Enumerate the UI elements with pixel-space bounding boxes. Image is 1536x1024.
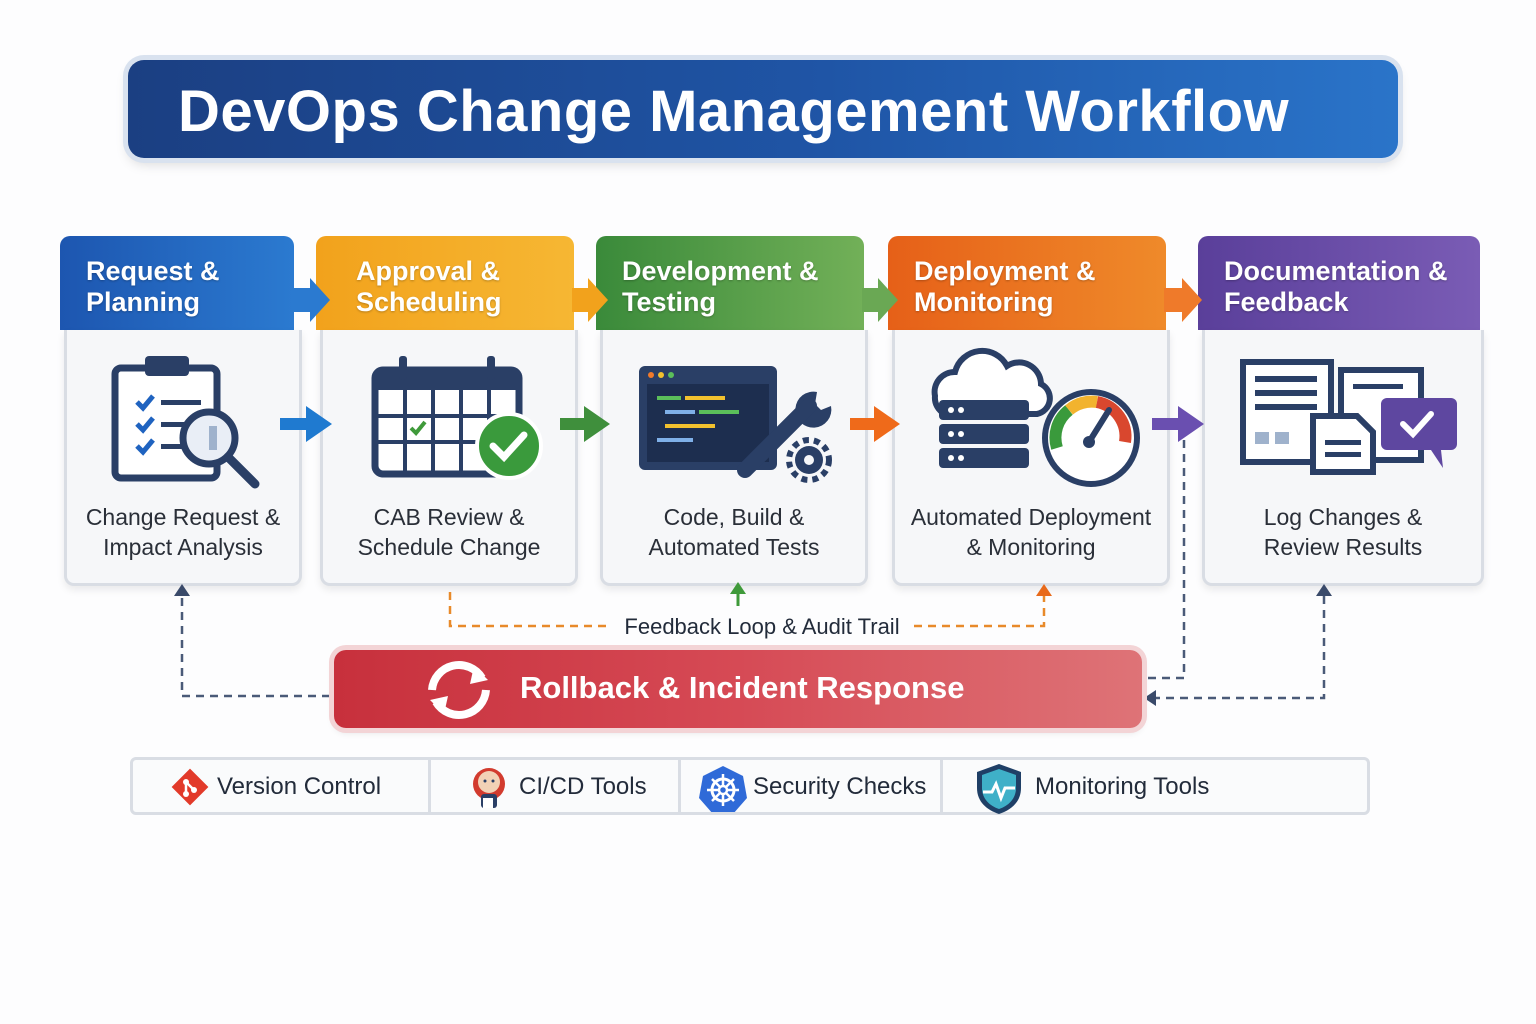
stage-card: Change Request & Impact Analysis <box>64 330 302 586</box>
stage-card: CAB Review & Schedule Change <box>320 330 578 586</box>
stage-header: Deployment & Monitoring <box>888 236 1166 330</box>
shield-pulse-icon <box>977 764 1021 814</box>
tools-bar: Version Control CI/CD Tools Security Che… <box>130 757 1370 815</box>
stage-header: Documentation & Feedback <box>1198 236 1480 330</box>
stage-card: Automated Deployment & Monitoring <box>892 330 1170 586</box>
arrow-right-icon <box>572 278 608 322</box>
tool-label: CI/CD Tools <box>519 773 647 800</box>
stage-card: Log Changes & Review Results <box>1202 330 1484 586</box>
tool-label: Version Control <box>217 773 382 800</box>
arrow-right-icon <box>1164 278 1202 322</box>
arrow-right-icon <box>862 278 898 322</box>
tool-security-checks: Security Checks <box>681 760 943 812</box>
arrow-right-icon <box>280 406 332 442</box>
stage-caption: Change Request & Impact Analysis <box>85 504 281 560</box>
title-banner: DevOps Change Management Workflow <box>128 60 1398 158</box>
feedback-loop-label: Feedback Loop & Audit Trail <box>612 612 912 642</box>
code-wrench-icon <box>639 366 832 483</box>
stage-card: Code, Build & Automated Tests <box>600 330 868 586</box>
arrow-right-icon <box>560 406 610 442</box>
git-icon <box>171 768 209 806</box>
tool-ci-cd: CI/CD Tools <box>431 760 681 812</box>
page-title: DevOps Change Management Workflow <box>178 79 1290 144</box>
arrow-right-icon <box>1152 406 1204 442</box>
tool-version-control: Version Control <box>133 760 431 812</box>
tool-label: Monitoring Tools <box>1035 773 1210 800</box>
stage-caption: Automated Deployment & Monitoring <box>910 504 1152 560</box>
stage-caption: Log Changes & Review Results <box>1263 504 1423 560</box>
clipboard-magnifier-icon <box>111 356 260 489</box>
jenkins-icon <box>473 768 505 808</box>
sync-arrows-icon <box>428 661 490 719</box>
arrow-right-icon <box>292 278 330 322</box>
stage-header: Approval & Scheduling <box>316 236 574 330</box>
stage-caption: Code, Build & Automated Tests <box>648 504 820 560</box>
arrow-right-icon <box>850 406 900 442</box>
rollback-label: Rollback & Incident Response <box>520 670 965 705</box>
documents-chat-check-icon <box>1240 359 1457 475</box>
stage-header: Request & Planning <box>60 236 294 330</box>
stage-caption: CAB Review & Schedule Change <box>357 504 541 560</box>
tool-label: Security Checks <box>753 773 927 800</box>
stage-header: Development & Testing <box>596 236 864 330</box>
rollback-banner: Rollback & Incident Response <box>334 650 1142 728</box>
calendar-check-icon <box>371 356 543 480</box>
helm-wheel-icon <box>699 766 747 812</box>
tool-monitoring: Monitoring Tools <box>943 760 1367 814</box>
cloud-server-gauge-icon <box>931 347 1140 487</box>
